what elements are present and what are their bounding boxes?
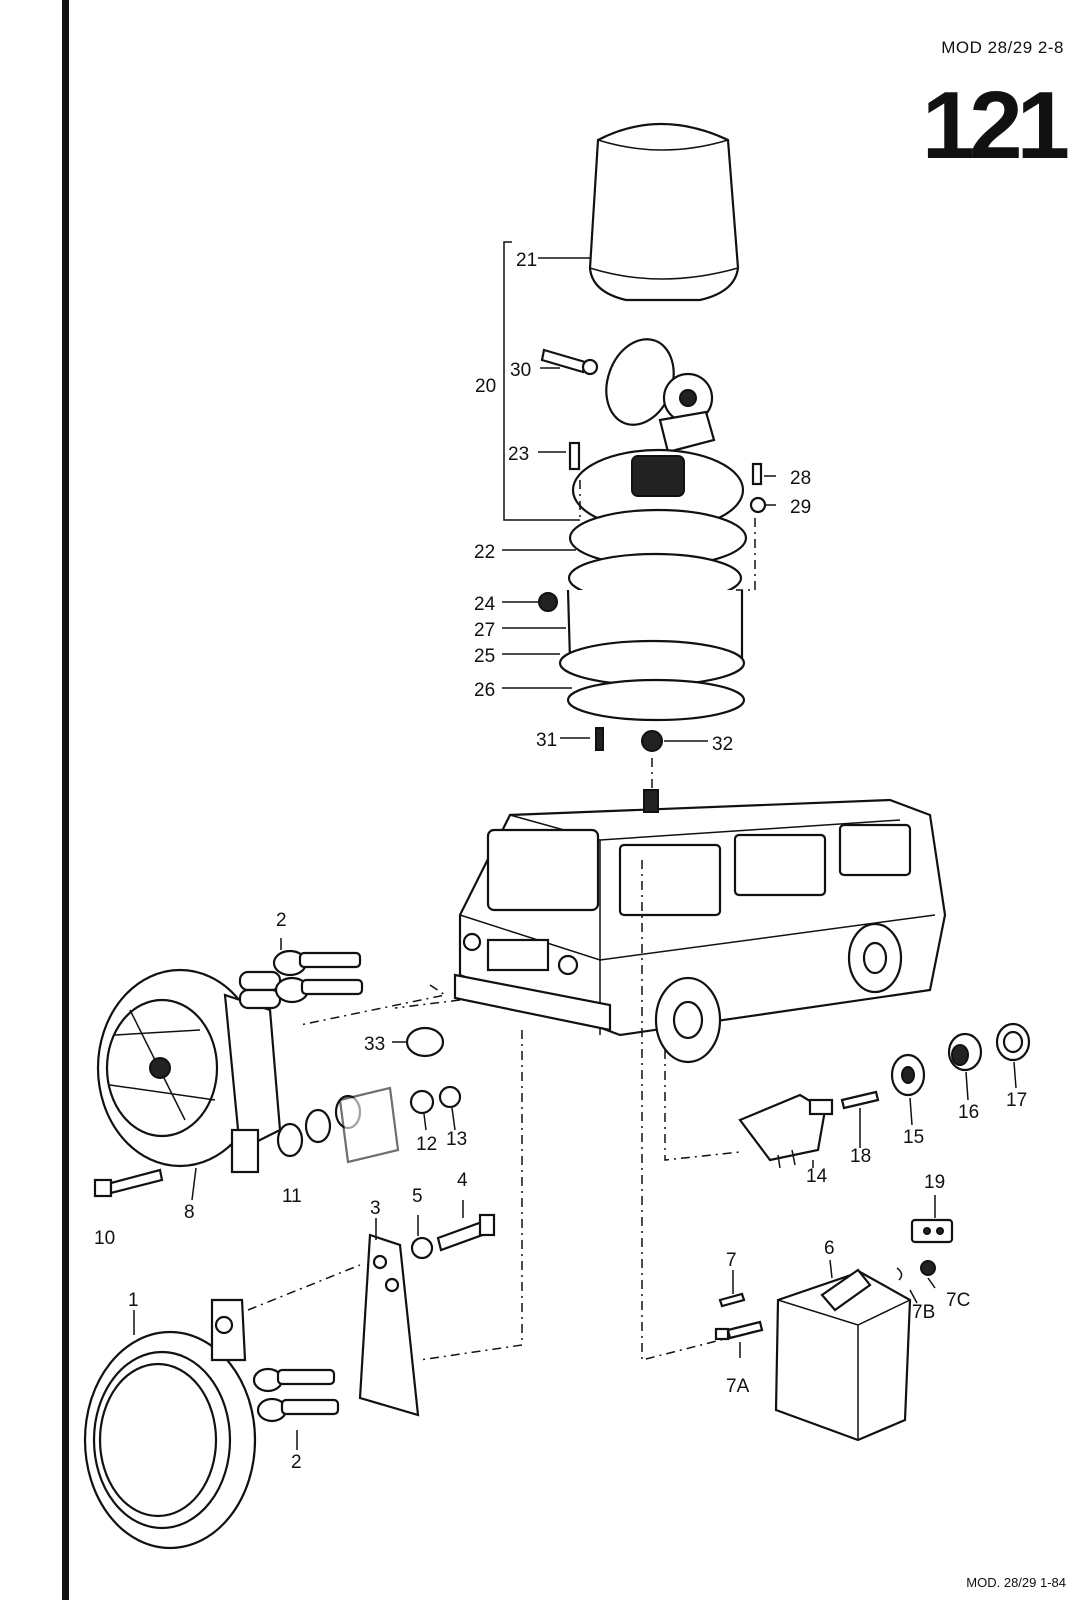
callout-17: 17	[1006, 1090, 1027, 1111]
beacon-dome	[588, 122, 740, 302]
callout-2-bottom: 2	[291, 1452, 302, 1473]
beacon-motor-base	[558, 448, 748, 722]
callout-30: 30	[510, 360, 531, 381]
callout-12: 12	[416, 1134, 437, 1155]
callout-18: 18	[850, 1146, 871, 1167]
bracket-20	[503, 241, 580, 521]
van-wheels	[654, 922, 903, 1064]
callout-27: 27	[474, 620, 495, 641]
beacon-reflector	[605, 338, 716, 454]
callout-29: 29	[790, 497, 811, 518]
callout-10: 10	[94, 1228, 115, 1249]
callout-14: 14	[806, 1166, 828, 1187]
leader-lines	[133, 257, 1017, 1450]
dashed-connection-lines	[247, 480, 761, 1361]
horn-assembly-8	[96, 968, 282, 1174]
callout-labels: 21 20 30 23 28 29 22 24 27 25 26 31 32 2…	[94, 250, 1027, 1473]
callout-31: 31	[536, 730, 557, 751]
connectors-2-top	[272, 949, 364, 1004]
callout-7C: 7C	[946, 1290, 970, 1311]
callout-8: 8	[184, 1202, 195, 1223]
callout-7A: 7A	[726, 1376, 750, 1397]
callout-6: 6	[824, 1238, 835, 1259]
nuts-12-13-33	[405, 1026, 496, 1260]
connectors-2-bottom	[252, 1367, 340, 1423]
switch-14	[738, 1093, 834, 1169]
small-parts-15-18	[840, 1053, 926, 1110]
callout-23: 23	[508, 444, 529, 465]
callout-22: 22	[474, 542, 495, 563]
callout-2-top: 2	[276, 910, 287, 931]
callout-1: 1	[128, 1290, 139, 1311]
page-number: 121	[921, 72, 1070, 179]
van-body	[453, 789, 947, 1037]
callout-16: 16	[958, 1102, 979, 1123]
callout-13: 13	[446, 1129, 467, 1150]
callout-3: 3	[370, 1198, 381, 1219]
model-footer: MOD. 28/29 1-84	[966, 1575, 1066, 1590]
washers-11	[276, 1086, 400, 1164]
callout-7: 7	[726, 1250, 737, 1271]
binding-rule	[62, 0, 69, 1600]
model-header: MOD 28/29 2-8	[941, 38, 1064, 57]
callout-4: 4	[457, 1170, 468, 1191]
callout-28: 28	[790, 468, 811, 489]
bracket-3	[358, 1233, 420, 1417]
beacon-lamp-bulb	[540, 348, 599, 376]
callout-20: 20	[475, 376, 496, 397]
callout-19: 19	[924, 1172, 945, 1193]
callout-11: 11	[282, 1186, 302, 1207]
callout-21: 21	[516, 250, 537, 271]
horn-1	[83, 1298, 257, 1550]
callout-26: 26	[474, 680, 495, 701]
callout-25: 25	[474, 646, 495, 667]
callout-7B: 7B	[912, 1302, 935, 1323]
bolt-10	[93, 1168, 164, 1198]
control-unit-6	[774, 1260, 936, 1442]
callout-5: 5	[412, 1186, 423, 1207]
callout-32: 32	[712, 734, 733, 755]
caps-16-17	[947, 1022, 1031, 1072]
screws-7	[714, 1292, 764, 1341]
relay-19	[910, 1218, 954, 1244]
callout-33: 33	[364, 1034, 385, 1055]
callout-24: 24	[474, 594, 496, 615]
callout-15: 15	[903, 1127, 924, 1148]
beacon-screws	[538, 441, 767, 752]
